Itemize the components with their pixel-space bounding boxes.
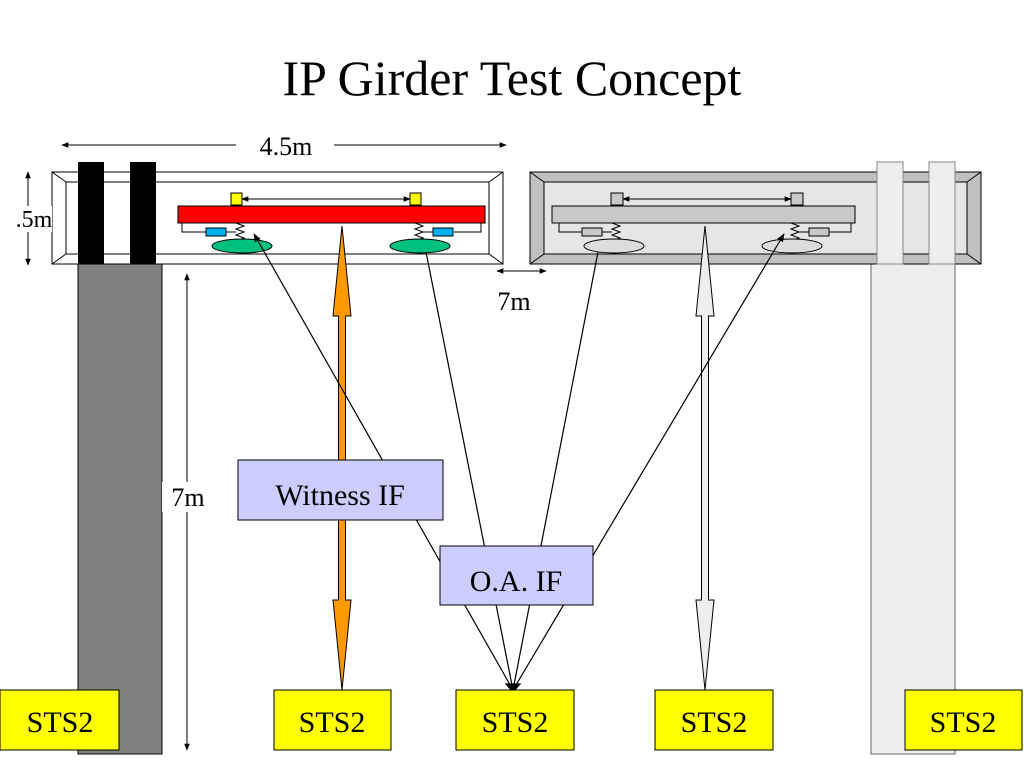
dimension-label-gap: 7m xyxy=(497,287,530,316)
left-black-post-2 xyxy=(130,162,156,264)
witness-if-label: Witness IF xyxy=(275,479,405,512)
yellow-sensor-right xyxy=(409,192,422,206)
green-mount-right xyxy=(389,238,451,254)
right-girder-assembly xyxy=(551,192,856,254)
witness-if-box: Witness IF xyxy=(237,459,444,521)
witness-beam-arrow xyxy=(332,225,352,691)
oa-if-box: O.A. IF xyxy=(439,545,594,606)
cyan-actuator-left xyxy=(205,227,227,237)
sts2-label: STS2 xyxy=(930,706,997,739)
sts2-label: STS2 xyxy=(681,706,748,739)
page-title: IP Girder Test Concept xyxy=(283,50,742,106)
sts2-label: STS2 xyxy=(482,706,549,739)
green-mount-left xyxy=(211,238,273,254)
grey-girder xyxy=(551,205,856,224)
sts2-label: STS2 xyxy=(299,706,366,739)
left-support-pillar xyxy=(77,261,163,755)
cyan-actuator-right xyxy=(432,227,454,237)
spring-right xyxy=(413,222,425,242)
red-girder xyxy=(177,205,486,224)
left-girder-assembly xyxy=(177,192,486,254)
left-black-post-1 xyxy=(78,162,104,264)
right-support-pillar xyxy=(870,261,956,755)
sts2-label: STS2 xyxy=(27,706,94,739)
spring-left xyxy=(232,222,248,242)
right-light-post-2 xyxy=(928,161,956,265)
sts2-box: STS2 xyxy=(455,689,575,751)
sts2-box: STS2 xyxy=(904,689,1023,751)
right-beam-arrow xyxy=(695,225,715,691)
right-light-post-1 xyxy=(876,161,904,265)
sts2-box: STS2 xyxy=(0,689,120,751)
sts2-box: STS2 xyxy=(273,689,392,751)
dimension-label-vertical: 7m xyxy=(171,483,204,512)
yellow-sensor-left xyxy=(230,192,243,206)
sts2-box: STS2 xyxy=(654,689,774,751)
oa-if-label: O.A. IF xyxy=(470,565,563,598)
dimension-label-height: .5m xyxy=(16,207,53,233)
dimension-label-width: 4.5m xyxy=(260,132,313,161)
